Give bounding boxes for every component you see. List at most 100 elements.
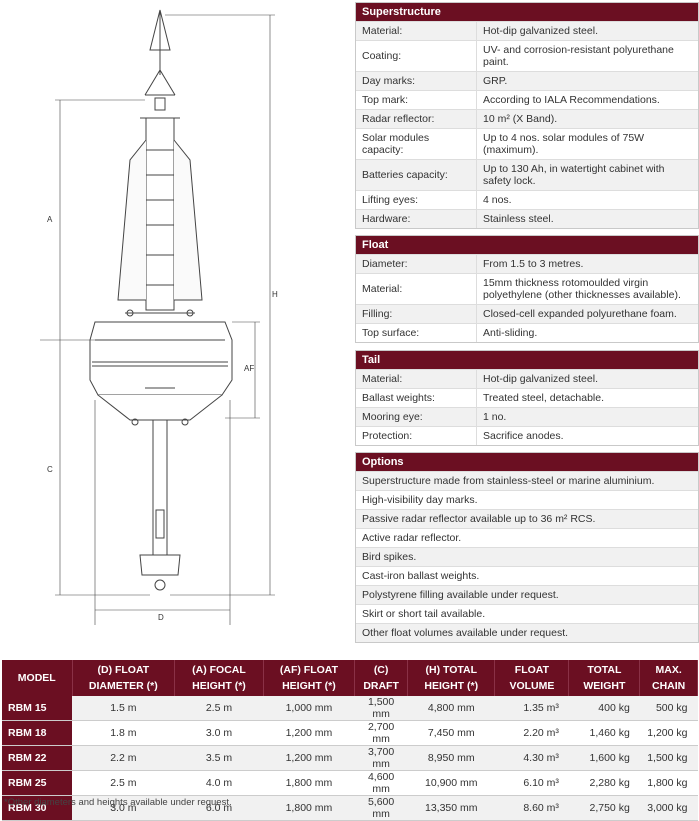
table-cell: 1,800 kg bbox=[639, 770, 698, 796]
section-title: Superstructure bbox=[356, 3, 698, 21]
table-cell: 10,900 mm bbox=[407, 770, 495, 796]
spec-row: Material: Hot-dip galvanized steel. bbox=[356, 21, 698, 40]
table-cell: 2,280 kg bbox=[568, 770, 640, 796]
table-cell: 1,200 mm bbox=[263, 720, 355, 746]
spec-label: Batteries capacity: bbox=[356, 160, 477, 190]
spec-label: Solar modules capacity: bbox=[356, 129, 477, 159]
tail-section: Tail Material:Hot-dip galvanized steel. … bbox=[355, 350, 699, 446]
option-item: Passive radar reflector available up to … bbox=[356, 509, 698, 528]
table-cell: 1,460 kg bbox=[568, 720, 640, 746]
option-item: Polystyrene filling available under requ… bbox=[356, 585, 698, 604]
spec-label: Lifting eyes: bbox=[356, 191, 477, 209]
spec-label: Filling: bbox=[356, 305, 477, 323]
spec-value: Closed-cell expanded polyurethane foam. bbox=[483, 308, 677, 320]
spec-row: Protection: Sacrifice anodes. bbox=[356, 426, 698, 445]
table-cell: 2.5 m bbox=[72, 770, 175, 796]
model-name-cell: RBM 15 bbox=[2, 696, 72, 721]
spec-row: Material:15mm thickness rotomoulded virg… bbox=[356, 273, 698, 304]
table-cell: 1,800 mm bbox=[263, 770, 355, 796]
spec-row: Ballast weights:Treated steel, detachabl… bbox=[356, 388, 698, 407]
spec-row: Mooring eye:1 no. bbox=[356, 407, 698, 426]
table-cell: 3.0 m bbox=[174, 720, 264, 746]
spec-row: Material: Hot-dip galvanized steel. bbox=[356, 369, 698, 388]
footnote: *Other diameters and heights available u… bbox=[4, 797, 232, 808]
section-title: Float bbox=[356, 236, 698, 254]
spec-row: Day marks:GRP. bbox=[356, 71, 698, 90]
table-cell: 1,200 kg bbox=[639, 720, 698, 746]
spec-row: Top mark:According to IALA Recommendatio… bbox=[356, 90, 698, 109]
spec-value: Hot-dip galvanized steel. bbox=[483, 373, 598, 385]
col-header-float-diameter: (D) FLOAT DIAMETER (*) bbox=[72, 660, 176, 696]
col-header-max-chain: MAX. CHAIN bbox=[639, 660, 698, 696]
spec-label: Diameter: bbox=[356, 255, 477, 273]
table-cell: 3.5 m bbox=[174, 745, 264, 771]
table-cell: 7,450 mm bbox=[407, 720, 495, 746]
table-cell: 1.8 m bbox=[72, 720, 175, 746]
spec-value: GRP. bbox=[483, 75, 508, 87]
superstructure-section: Superstructure Material: Hot-dip galvaniz… bbox=[355, 2, 699, 229]
section-title: Options bbox=[356, 453, 698, 471]
table-cell: 1.35 m³ bbox=[494, 696, 569, 721]
table-cell: 500 kg bbox=[639, 696, 698, 721]
spec-row: Diameter: From 1.5 to 3 metres. bbox=[356, 254, 698, 273]
spec-value: UV- and corrosion-resistant polyurethane… bbox=[483, 44, 674, 68]
table-cell: 2,700 mm bbox=[354, 720, 408, 746]
col-header-total-height: (H) TOTAL HEIGHT (*) bbox=[407, 660, 496, 696]
buoy-diagram bbox=[40, 9, 275, 625]
spec-row: Lifting eyes: 4 nos. bbox=[356, 190, 698, 209]
model-name-cell: RBM 25 bbox=[2, 770, 72, 796]
options-section: Options Superstructure made from stainle… bbox=[355, 452, 699, 643]
model-name-cell: RBM 22 bbox=[2, 745, 72, 771]
table-cell: 1,500 mm bbox=[354, 696, 408, 721]
table-cell: 1,600 kg bbox=[568, 745, 640, 771]
dimension-label-af: AF bbox=[244, 364, 255, 373]
spec-value: 15mm thickness rotomoulded virgin polyet… bbox=[483, 277, 681, 301]
option-item: Other float volumes available under requ… bbox=[356, 623, 698, 642]
table-cell: 1,800 mm bbox=[263, 795, 355, 821]
table-cell: 6.10 m³ bbox=[494, 770, 569, 796]
col-header-draft: (C) DRAFT bbox=[354, 660, 409, 696]
dimension-label-h: H bbox=[272, 290, 278, 299]
dimension-label-c: C bbox=[47, 465, 53, 474]
spec-row: Coating:UV- and corrosion-resistant poly… bbox=[356, 40, 698, 71]
table-cell: 4.0 m bbox=[174, 770, 264, 796]
table-cell: 1,200 mm bbox=[263, 745, 355, 771]
col-header-float-volume: FLOAT VOLUME bbox=[494, 660, 570, 696]
spec-value: Hot-dip galvanized steel. bbox=[483, 25, 598, 37]
table-cell: 2.20 m³ bbox=[494, 720, 569, 746]
spec-value: From 1.5 to 3 metres. bbox=[483, 258, 584, 270]
float-section: Float Diameter: From 1.5 to 3 metres. Mat… bbox=[355, 235, 699, 343]
spec-row: Radar reflector:10 m² (X Band). bbox=[356, 109, 698, 128]
table-cell: 3,000 kg bbox=[639, 795, 698, 821]
model-name-cell: RBM 18 bbox=[2, 720, 72, 746]
table-cell: 1,000 mm bbox=[263, 696, 355, 721]
table-header-row: MODEL (D) FLOAT DIAMETER (*) (A) FOCAL H… bbox=[2, 660, 698, 696]
spec-label: Protection: bbox=[356, 427, 477, 445]
option-item: Active radar reflector. bbox=[356, 528, 698, 547]
table-cell: 13,350 mm bbox=[407, 795, 495, 821]
option-item: Superstructure made from stainless-steel… bbox=[356, 471, 698, 490]
spec-label: Ballast weights: bbox=[356, 389, 477, 407]
table-cell: 400 kg bbox=[568, 696, 640, 721]
table-cell: 2.5 m bbox=[174, 696, 264, 721]
buoy-technical-drawing: A H AF C D bbox=[0, 0, 350, 640]
spec-value: 4 nos. bbox=[483, 194, 512, 206]
spec-value: Up to 4 nos. solar modules of 75W (maxim… bbox=[483, 132, 645, 156]
spec-value: Stainless steel. bbox=[483, 213, 554, 225]
option-item: Skirt or short tail available. bbox=[356, 604, 698, 623]
table-cell: 2,750 kg bbox=[568, 795, 640, 821]
section-title: Tail bbox=[356, 351, 698, 369]
spec-label: Material: bbox=[356, 370, 477, 388]
spec-value: Sacrifice anodes. bbox=[483, 430, 564, 442]
table-cell: 8,950 mm bbox=[407, 745, 495, 771]
table-cell: 2.2 m bbox=[72, 745, 175, 771]
table-cell: 8.60 m³ bbox=[494, 795, 569, 821]
table-cell: 4,600 mm bbox=[354, 770, 408, 796]
spec-label: Material: bbox=[356, 22, 477, 40]
spec-value: 10 m² (X Band). bbox=[483, 113, 558, 125]
spec-row: Batteries capacity:Up to 130 Ah, in wate… bbox=[356, 159, 698, 190]
table-cell: 5,600 mm bbox=[354, 795, 408, 821]
